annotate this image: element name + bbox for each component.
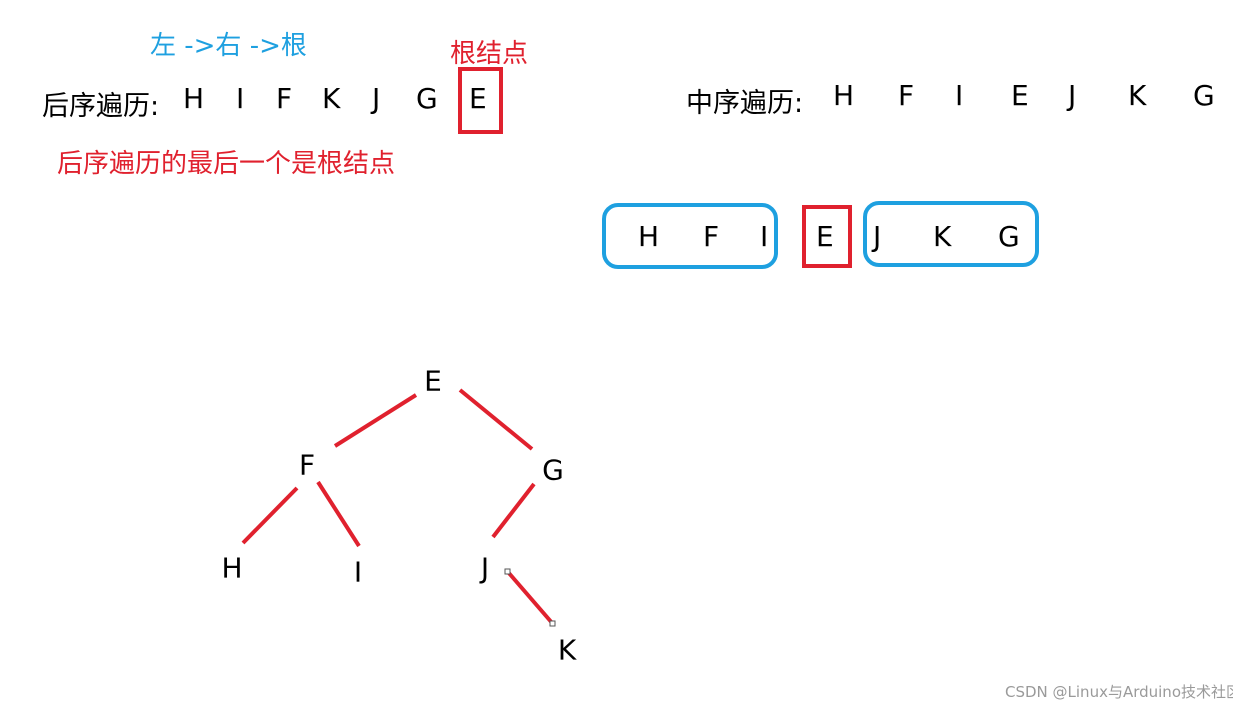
left-subtree-item: F [703,220,720,253]
tree-node-e: E [424,364,442,398]
right-subtree-item: J [873,220,882,253]
edge-e-g [458,388,534,451]
left-subtree-item: H [638,220,660,253]
edge-handle-end [549,620,556,627]
edge-j-k [506,570,555,626]
inorder-label: 中序遍历: [686,88,804,119]
inorder-item: E [1011,79,1029,112]
right-subtree-group [863,201,1039,267]
tree-node-g: G [542,453,564,487]
split-root-highlight [802,205,852,268]
edge-handle-start [504,568,511,575]
right-subtree-item: K [933,220,952,253]
postorder-item: J [372,82,381,115]
postorder-root-highlight [458,67,503,134]
right-subtree-item: G [998,220,1020,253]
left-subtree-item: I [760,220,769,253]
split-root-item: E [816,220,834,253]
tree-node-h: H [221,551,243,585]
inorder-item: I [955,79,964,112]
edge-f-i [316,480,361,548]
postorder-item: I [236,82,245,115]
edge-f-h [241,486,299,545]
tree-node-i: I [353,555,363,589]
tree-node-f: F [298,448,316,482]
inorder-item: F [898,79,915,112]
watermark: CSDN @Linux与Arduino技术社区 [1005,683,1233,701]
edge-g-j [491,482,536,539]
inorder-item: K [1128,79,1147,112]
inorder-item: G [1193,79,1215,112]
traversal-order-note: 左 ->右 ->根 [150,31,307,61]
root-node-note: 根结点 [450,39,529,69]
postorder-rule-note: 后序遍历的最后一个是根结点 [57,149,396,179]
left-subtree-group [602,203,778,269]
postorder-item: K [322,82,341,115]
inorder-item: H [833,79,855,112]
postorder-item: H [183,82,205,115]
edge-e-f [333,393,418,448]
postorder-root-item: E [469,82,487,115]
tree-node-k: K [557,633,577,667]
postorder-label: 后序遍历: [42,91,160,122]
inorder-item: J [1068,79,1077,112]
postorder-item: G [416,82,438,115]
postorder-item: F [276,82,293,115]
tree-node-j: J [480,551,490,585]
